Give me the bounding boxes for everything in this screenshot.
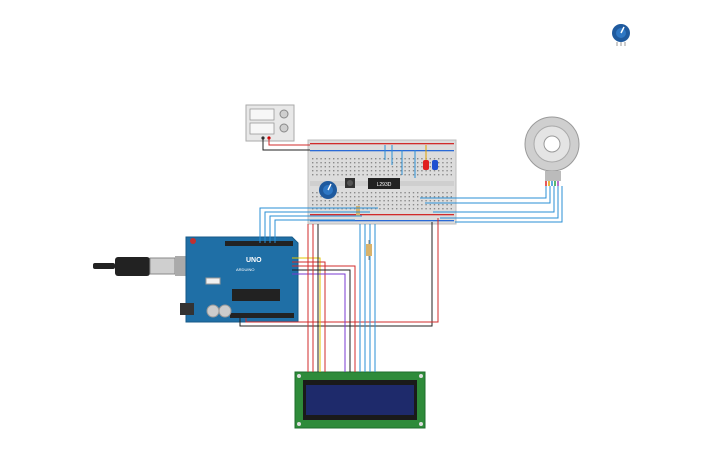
resistor xyxy=(356,206,360,216)
lcd-16x2[interactable] xyxy=(294,371,426,429)
dc-motor[interactable] xyxy=(524,116,580,186)
microcontroller-chip xyxy=(232,289,280,301)
breadboard-potentiometer[interactable] xyxy=(319,181,337,199)
brand-text: ARDUINO xyxy=(236,267,254,272)
motor-driver-chip xyxy=(368,178,400,189)
led-red xyxy=(423,160,429,170)
wires xyxy=(239,138,563,372)
analog-header xyxy=(230,313,294,318)
breadboard-holes xyxy=(312,158,452,210)
standalone-potentiometer[interactable] xyxy=(612,24,630,46)
arduino-uno[interactable]: UNO ARDUINO xyxy=(180,236,299,323)
breadboard[interactable]: L293D xyxy=(307,139,457,225)
lcd-screen xyxy=(306,385,414,415)
chip-label: L293D xyxy=(377,182,392,188)
board-label: UNO xyxy=(246,257,262,264)
push-button[interactable] xyxy=(345,178,355,188)
usb-cable xyxy=(93,256,195,276)
power-supply[interactable] xyxy=(245,104,295,142)
digital-header xyxy=(225,241,293,246)
lcd-resistor xyxy=(366,240,372,260)
led-blue xyxy=(432,160,438,170)
